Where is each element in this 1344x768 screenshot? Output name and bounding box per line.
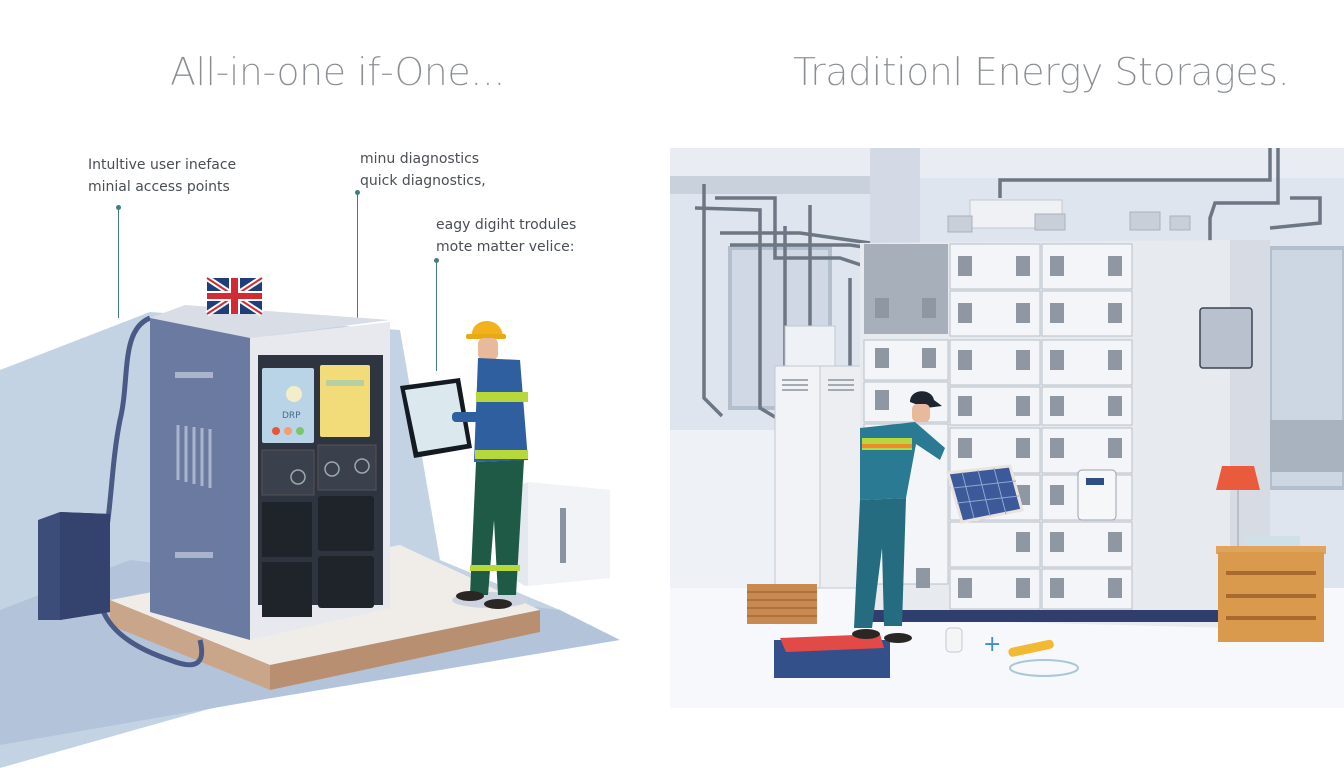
union-jack-flag-icon: [205, 275, 264, 317]
external-unit: [512, 482, 610, 586]
all-in-one-cabinet: DRP: [150, 305, 390, 640]
toolbox: [774, 634, 890, 678]
annotation-line: Intultive user ineface: [88, 157, 237, 173]
leader-line: [355, 190, 360, 318]
auxiliary-box: [38, 512, 110, 620]
annotation-diagnostics: minu diagnostics quick diagnostics,: [360, 148, 486, 192]
annotation-user-interface: Intultive user ineface minial access poi…: [88, 154, 236, 198]
technician-right: [852, 391, 1024, 643]
storage-cabinet: [860, 240, 1270, 628]
screen-label: DRP: [282, 411, 301, 421]
side-cabinets: [774, 325, 866, 589]
leader-line: [434, 258, 439, 371]
tool-tube: [1008, 639, 1054, 657]
annotation-line: quick diagnostics,: [360, 173, 486, 189]
bottle: [945, 627, 963, 653]
leader-line: [116, 205, 121, 318]
traditional-storage-scene: +: [670, 148, 1344, 708]
annotation-line: minial access points: [88, 179, 230, 195]
control-panel: [1077, 469, 1117, 521]
technician-left: [400, 320, 528, 609]
solar-panel-icon: [946, 464, 1024, 524]
wall-pipes: [694, 184, 871, 422]
basket: [747, 584, 817, 624]
plus-icon: +: [983, 632, 1001, 657]
annotation-line: mote matter velice:: [436, 239, 575, 255]
annotation-line: eagy digiht trodules: [436, 217, 577, 233]
right-panel-title: Traditionl Energy Storages.: [793, 50, 1290, 94]
annotation-modules: eagy digiht trodules mote matter velice:: [436, 214, 576, 258]
left-panel-title: All-in-one if-One...: [170, 50, 506, 94]
annotation-line: minu diagnostics: [360, 151, 480, 167]
side-table: [1216, 466, 1326, 642]
all-in-one-scene: DRP: [0, 275, 620, 768]
